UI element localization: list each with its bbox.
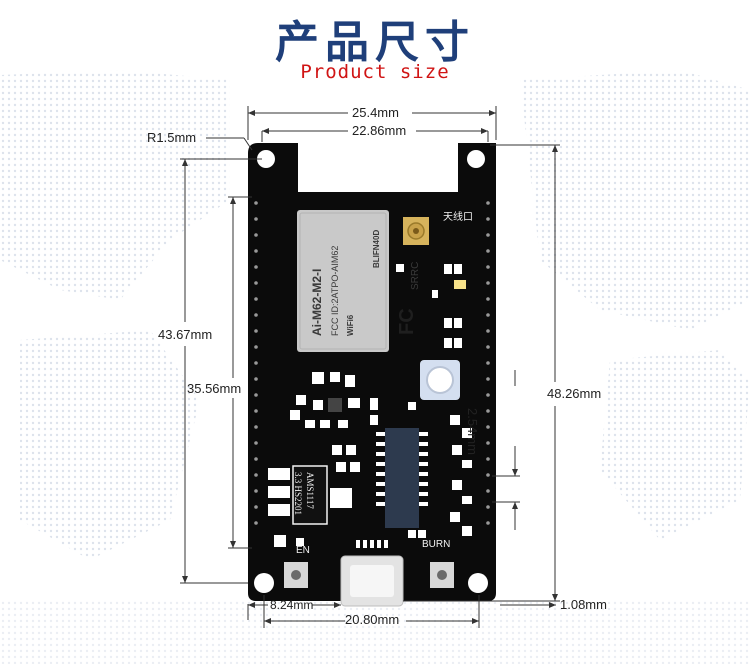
module-model: Ai-M62-M2-I — [310, 268, 324, 336]
module-code: BLIFN40D — [372, 229, 381, 268]
dim-width-outer: 25.4mm — [352, 105, 399, 120]
burn-button-label: BURN — [422, 539, 451, 550]
en-button-label: EN — [296, 545, 310, 556]
module-srrc: SRRC — [410, 261, 421, 290]
mount-hole-top-right — [467, 150, 485, 168]
voltage-regulator — [292, 465, 328, 525]
antenna-label: 天线口 — [443, 212, 473, 223]
wifi-module — [297, 210, 389, 352]
mount-hole-bottom-left — [254, 573, 274, 593]
led — [454, 280, 466, 289]
dimension-lines — [180, 106, 560, 628]
dim-height-left-outer: 43.67mm — [158, 327, 213, 342]
dim-height-left-inner: 35.56mm — [187, 381, 242, 396]
page-title: 产品尺寸 — [275, 17, 475, 68]
dim-corner-radius: R1.5mm — [147, 130, 197, 145]
usb-serial-chip — [385, 428, 419, 528]
mount-hole-top-left — [257, 150, 275, 168]
left-pin-row — [254, 201, 258, 525]
fcc-logo: FC — [396, 308, 418, 335]
module-fcc-id: FCC ID:2ATPO-AIM62 — [330, 245, 340, 336]
page-subtitle: Product size — [300, 61, 450, 83]
dim-bottom-left-offset: 8.24mm — [270, 598, 314, 612]
dim-pin-pitch: 2.54mm — [465, 408, 480, 455]
passive-components — [274, 372, 472, 547]
dimension-arrows — [182, 110, 558, 624]
right-pin-row — [486, 201, 490, 525]
dim-bottom-span: 20.80mm — [345, 612, 400, 627]
mount-hole-bottom-right — [468, 573, 488, 593]
module-wifi: WiFi6 — [346, 314, 355, 336]
regulator-marking-1: AMS1117 — [305, 472, 315, 509]
dim-bottom-right-offset: 1.08mm — [560, 597, 607, 612]
dim-height-total: 48.26mm — [547, 386, 602, 401]
dim-width-inner: 22.86mm — [352, 123, 407, 138]
regulator-marking-2: 3.3 HS2201 — [293, 472, 303, 516]
